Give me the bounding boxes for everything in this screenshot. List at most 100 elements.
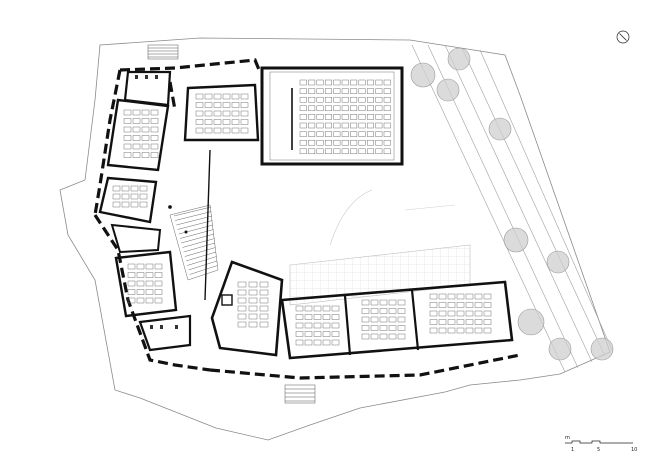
desk — [361, 325, 370, 331]
desk — [331, 314, 340, 320]
tree-icon — [436, 78, 460, 102]
desk — [141, 118, 150, 124]
desk — [145, 289, 154, 295]
desk — [222, 102, 231, 108]
desk — [483, 310, 492, 317]
lecture-seat — [333, 139, 341, 146]
desk — [112, 193, 121, 200]
desk — [127, 289, 136, 295]
stair-tread — [185, 251, 217, 262]
lecture-seat — [383, 148, 391, 155]
desk — [136, 289, 145, 295]
lecture-seat — [383, 131, 391, 137]
shelf — [248, 289, 258, 296]
lecture-seat — [308, 122, 316, 129]
desk — [322, 331, 331, 337]
stair-tread — [182, 238, 215, 248]
lecture-seat — [316, 96, 324, 103]
tree-group — [410, 47, 614, 361]
shelf — [237, 313, 247, 320]
desk — [136, 263, 145, 270]
library-room — [210, 260, 284, 357]
desk — [121, 193, 130, 200]
desk — [150, 152, 159, 158]
desk — [313, 322, 322, 329]
lecture-seat — [358, 148, 366, 155]
desk — [322, 314, 331, 320]
lecture-seat — [383, 114, 391, 120]
desk — [240, 110, 249, 117]
lecture-seat — [341, 96, 349, 103]
desk — [295, 339, 304, 346]
desk — [447, 310, 456, 317]
desk — [204, 127, 213, 134]
lecture-seat — [299, 131, 307, 137]
lecture-seat — [358, 131, 366, 137]
lecture-seat — [308, 114, 316, 120]
desk — [130, 201, 139, 208]
lecture-seat — [366, 105, 374, 112]
desk — [388, 308, 397, 314]
lecture-seat — [308, 88, 316, 94]
desk — [139, 201, 148, 208]
desk — [361, 333, 370, 340]
lecture-seat — [341, 139, 349, 146]
desk — [456, 310, 465, 317]
desk — [222, 127, 231, 134]
desk — [322, 339, 331, 346]
tree-icon — [488, 117, 512, 141]
lecture-seat — [358, 114, 366, 120]
desk — [379, 316, 388, 323]
desk — [438, 302, 447, 308]
desk — [456, 319, 465, 325]
lecture-seat — [350, 122, 358, 129]
stair-tread — [175, 211, 212, 221]
lecture-seat — [316, 131, 324, 137]
lecture-seat — [350, 96, 358, 103]
lecture-seat — [308, 79, 316, 86]
lecture-seat — [350, 114, 358, 120]
desk — [295, 305, 304, 312]
desk — [465, 319, 474, 325]
desk — [130, 193, 139, 200]
desk — [222, 110, 231, 117]
stair-tread — [189, 265, 218, 275]
desk — [361, 316, 370, 323]
desk — [213, 127, 222, 134]
desk — [438, 310, 447, 317]
desk — [240, 119, 249, 125]
desk — [127, 297, 136, 304]
desk — [141, 152, 150, 158]
lecture-seat — [383, 122, 391, 129]
desk — [204, 102, 213, 108]
scale-tick-label: 5 — [597, 447, 600, 453]
desk — [145, 280, 154, 287]
desk — [213, 110, 222, 117]
lecture-seat — [333, 122, 341, 129]
lecture-hall-seating — [299, 79, 391, 155]
tree-icon — [503, 227, 529, 253]
desk — [483, 319, 492, 325]
lecture-seat — [324, 131, 332, 137]
desk — [231, 119, 240, 125]
desk — [150, 143, 159, 150]
desk — [240, 127, 249, 134]
lecture-seat — [366, 88, 374, 94]
shelf — [248, 313, 258, 320]
desk — [213, 119, 222, 125]
desk — [397, 325, 406, 331]
desk — [483, 327, 492, 334]
lecture-seat — [341, 131, 349, 137]
lecture-seat — [316, 122, 324, 129]
scale-unit-label: m — [565, 435, 570, 441]
desk — [123, 118, 132, 124]
shelf — [259, 313, 269, 320]
desk — [150, 109, 159, 116]
lecture-seat — [366, 131, 374, 137]
desk — [150, 135, 159, 141]
desk — [456, 302, 465, 308]
shelf — [259, 281, 269, 288]
shelf — [237, 289, 247, 296]
lecture-seat — [308, 148, 316, 155]
